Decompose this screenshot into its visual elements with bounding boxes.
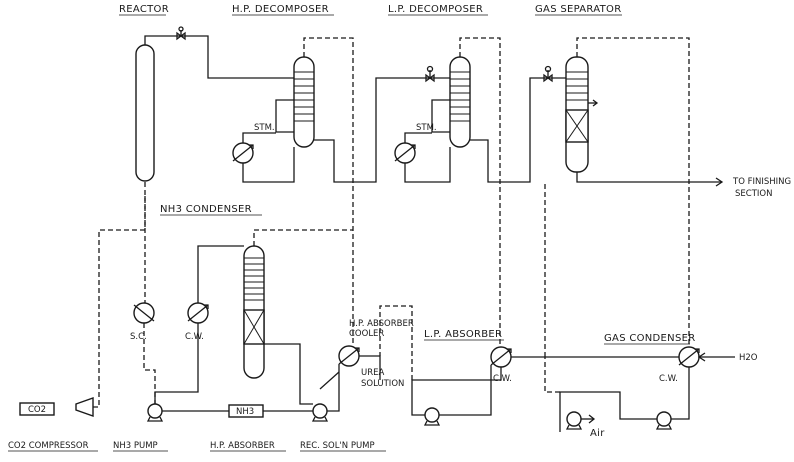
hp-absorber-cooler-label: H.P. ABSORBER [349,319,414,329]
gas-separator-label: GAS SEPARATOR [535,4,621,15]
urea-solution-label: UREA [361,368,384,378]
valve-icon [176,26,186,41]
reactor-vessel [135,44,155,182]
gas-condenser-label: GAS CONDENSER [604,333,695,344]
hp-absorber-label: H.P. ABSORBER [210,441,275,451]
nh3-box-label: NH3 [236,407,254,417]
valve-icon [425,65,435,83]
nh3-condenser-label: NH3 CONDENSER [160,204,252,215]
rec-soln-pump-label: REC. SOL'N PUMP [300,441,375,451]
lp-pump-icon [423,407,441,426]
to-finishing-section-label: SECTION [735,189,772,199]
lp-absorber-cooler-icon [490,346,512,368]
rec-soln-pump-icon [311,403,329,422]
gas-condenser-pump-icon [655,411,673,430]
stm-label-2: STM. [416,123,437,133]
solid-process-lines [144,35,735,432]
lp-decomposer-vessel [449,56,471,148]
reactor-label: REACTOR [119,4,169,15]
co2-compressor-icon [75,397,94,417]
hp-absorber-cooler-icon [338,345,360,367]
hp-absorber-vessel [243,245,265,379]
dashed-process-lines [93,37,690,408]
gas-condenser-icon [678,346,700,368]
co2-compressor-label: CO2 COMPRESSOR [8,441,89,451]
stm-label-1: STM. [254,123,275,133]
co2-box-label: CO2 [28,405,46,415]
hp-absorber-cooler-label-2: COOLER [349,329,384,339]
h2o-label: H2O [739,353,758,363]
to-finishing-label: TO FINISHING [732,177,791,187]
gas-separator-vessel [565,56,599,173]
sc-label: S.C. [130,332,147,342]
hp-decomposer-vessel [293,56,315,148]
air-label: Air [590,428,605,439]
co2-source-box [19,402,55,416]
nh3-pump-icon [146,403,164,422]
sc-cooler-icon [133,302,155,324]
cw-label-3: C.W. [659,374,678,384]
cw-cooler-1-icon [187,302,209,324]
hp-stm-heater-icon [232,142,254,164]
cw-label-1: C.W. [185,332,204,342]
valve-icon [543,65,553,83]
air-pump-icon [565,411,583,430]
urea-solution-label-2: SOLUTION [361,379,404,389]
label-underlines [8,14,690,452]
nh3-pump-label: NH3 PUMP [113,441,158,451]
lp-stm-heater-icon [394,142,416,164]
lp-decomposer-label: L.P. DECOMPOSER [388,4,483,15]
cw-label-2: C.W. [493,374,512,384]
hp-decomposer-label: H.P. DECOMPOSER [232,4,329,15]
lp-absorber-label: L.P. ABSORBER [424,329,502,340]
